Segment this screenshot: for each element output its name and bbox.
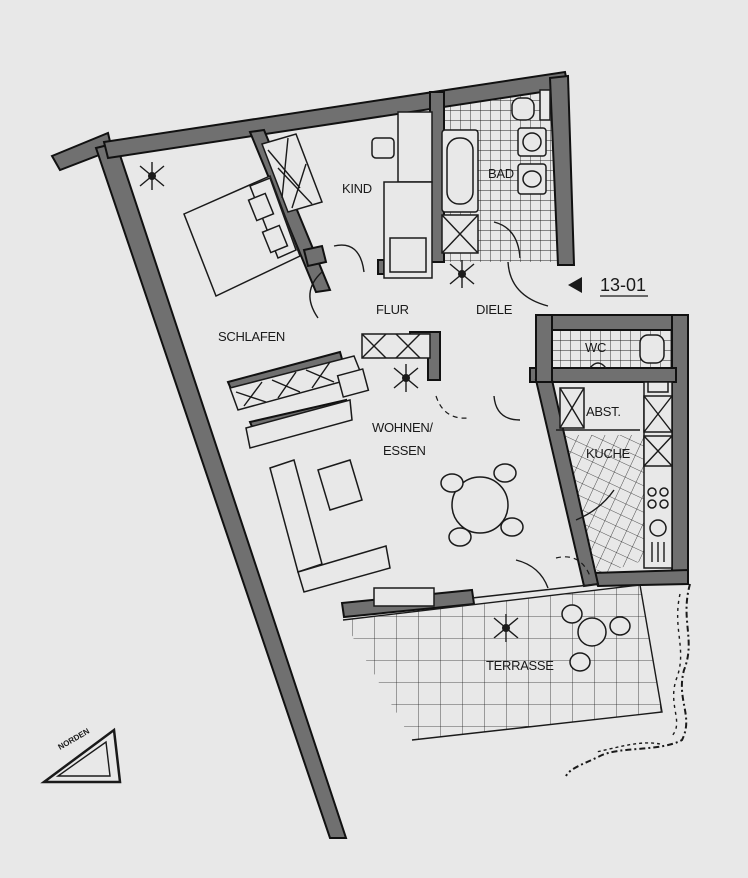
living-furniture [245,368,524,607]
entrance-arrow-icon [568,277,582,293]
storage-closet [556,387,640,431]
room-label-kind: KIND [342,181,372,196]
room-label-essen: ESSEN [383,443,426,458]
room-label-terrasse: TERRASSE [486,658,554,673]
room-label-bad: BAD [488,166,514,181]
hedge [565,583,691,777]
doors [309,221,615,589]
terrace-furniture [561,604,631,672]
kitchen-counter [643,381,673,569]
terrace-outline [342,584,663,741]
room-label-kuche: KUCHE [586,446,631,461]
room-label-flur: FLUR [376,302,409,317]
room-label-diele: DIELE [476,302,513,317]
room-label-schlafen: SCHLAFEN [218,329,285,344]
wc-fixtures [589,334,665,369]
double-bed [183,174,301,298]
north-arrow-icon [40,727,122,784]
unit-number: 13-01 [600,275,646,295]
walls [50,70,689,839]
child-room-furniture [371,111,433,279]
room-label-wohnen: WOHNEN/ [372,420,433,435]
bathroom-fixtures [441,89,551,254]
north-label: NORDEN [57,726,92,751]
room-label-abst: ABST. [586,404,621,419]
light-fixtures [139,162,519,642]
terrace-sill [471,583,599,599]
room-label-wc: WC [585,340,606,355]
